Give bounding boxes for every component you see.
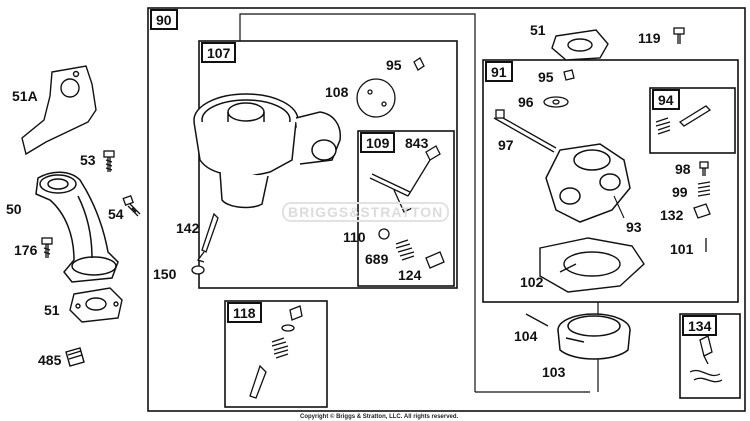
screw-119-part: [673, 27, 685, 44]
callout-102: 102: [520, 274, 544, 290]
callout-51a: 51A: [12, 88, 38, 104]
gasket-51-top-part: [551, 29, 609, 61]
gasket-51-left-part: [69, 287, 123, 323]
assembly-frame-90: [147, 7, 746, 412]
callout-51-left: 51: [44, 302, 60, 318]
callout-98: 98: [675, 161, 691, 177]
callout-93: 93: [626, 219, 642, 235]
box-label-134: 134: [682, 315, 718, 336]
callout-142: 142: [176, 220, 200, 236]
callout-95-left: 95: [386, 57, 402, 73]
needle-142-part: [196, 212, 219, 263]
needle-assembly-118-part: [249, 305, 303, 399]
intake-elbow-50-part: [35, 171, 119, 283]
callout-101: 101: [670, 241, 694, 257]
spring-99-part: [697, 181, 711, 197]
box-label-109: 109: [360, 132, 396, 153]
callout-132: 132: [660, 207, 684, 223]
callout-51-top: 51: [530, 22, 546, 38]
callout-176: 176: [14, 242, 38, 258]
box-label-118: 118: [227, 302, 262, 323]
box-label-94: 94: [652, 89, 680, 110]
box-label-91: 91: [485, 61, 513, 82]
plug-485-part: [65, 347, 85, 367]
callout-119: 119: [638, 30, 661, 46]
callout-96: 96: [518, 94, 534, 110]
float-bowl-103-part: [557, 313, 631, 360]
plug-95-right-part: [563, 69, 575, 81]
callout-124: 124: [398, 267, 422, 283]
carburetor-upper-part: [545, 143, 631, 223]
box-label-107: 107: [201, 42, 237, 63]
brand-watermark: BRIGGS&STRATTON: [282, 202, 450, 222]
gasket-102-part: [539, 237, 645, 293]
callout-97: 97: [498, 137, 514, 153]
needle-124-part: [425, 251, 445, 269]
shaft-97-part: [493, 109, 557, 153]
choke-kit-134-part: [689, 335, 723, 383]
callout-104: 104: [514, 328, 538, 344]
callout-110: 110: [343, 229, 366, 245]
plug-95-left-part: [413, 57, 425, 71]
leader-line-107: [239, 13, 476, 392]
kit-frame-134: [679, 313, 741, 399]
gasket-51a-part: [21, 65, 97, 156]
callout-95-right: 95: [538, 69, 554, 85]
box-label-90: 90: [150, 9, 178, 30]
callout-689: 689: [365, 251, 389, 267]
spring-94-part: [655, 105, 712, 135]
carburetor-body-107-part: [193, 93, 342, 209]
callout-103: 103: [542, 364, 566, 380]
screw-176-part: [41, 237, 53, 258]
washer-110-part: [378, 228, 390, 240]
washer-150-part: [191, 265, 205, 275]
clip-132-part: [693, 203, 711, 219]
callout-50: 50: [6, 201, 22, 217]
plate-108-part: [356, 78, 396, 118]
pin-104-part: [525, 313, 549, 327]
kit-frame-118: [224, 300, 328, 408]
screw-98-part: [699, 161, 709, 176]
callout-53: 53: [80, 152, 96, 168]
callout-843: 843: [405, 135, 429, 151]
washer-96-part: [543, 96, 569, 108]
kit-frame-91: [482, 59, 739, 303]
callout-54: 54: [108, 206, 124, 222]
kit-frame-94: [649, 87, 736, 154]
screw-53-part: [103, 150, 115, 172]
copyright-notice: Copyright © Briggs & Stratton, LLC. All …: [300, 414, 459, 420]
valve-93-part: [613, 195, 625, 219]
screw-54-part: [122, 194, 141, 217]
carburetor-body-frame-107: [198, 40, 458, 289]
throttle-shaft-part: [369, 145, 441, 213]
callout-485: 485: [38, 352, 62, 368]
kit-frame-109: [357, 130, 455, 287]
callout-108: 108: [325, 84, 349, 100]
callout-150: 150: [153, 266, 177, 282]
callout-99: 99: [672, 184, 688, 200]
spring-689-part: [395, 239, 415, 261]
